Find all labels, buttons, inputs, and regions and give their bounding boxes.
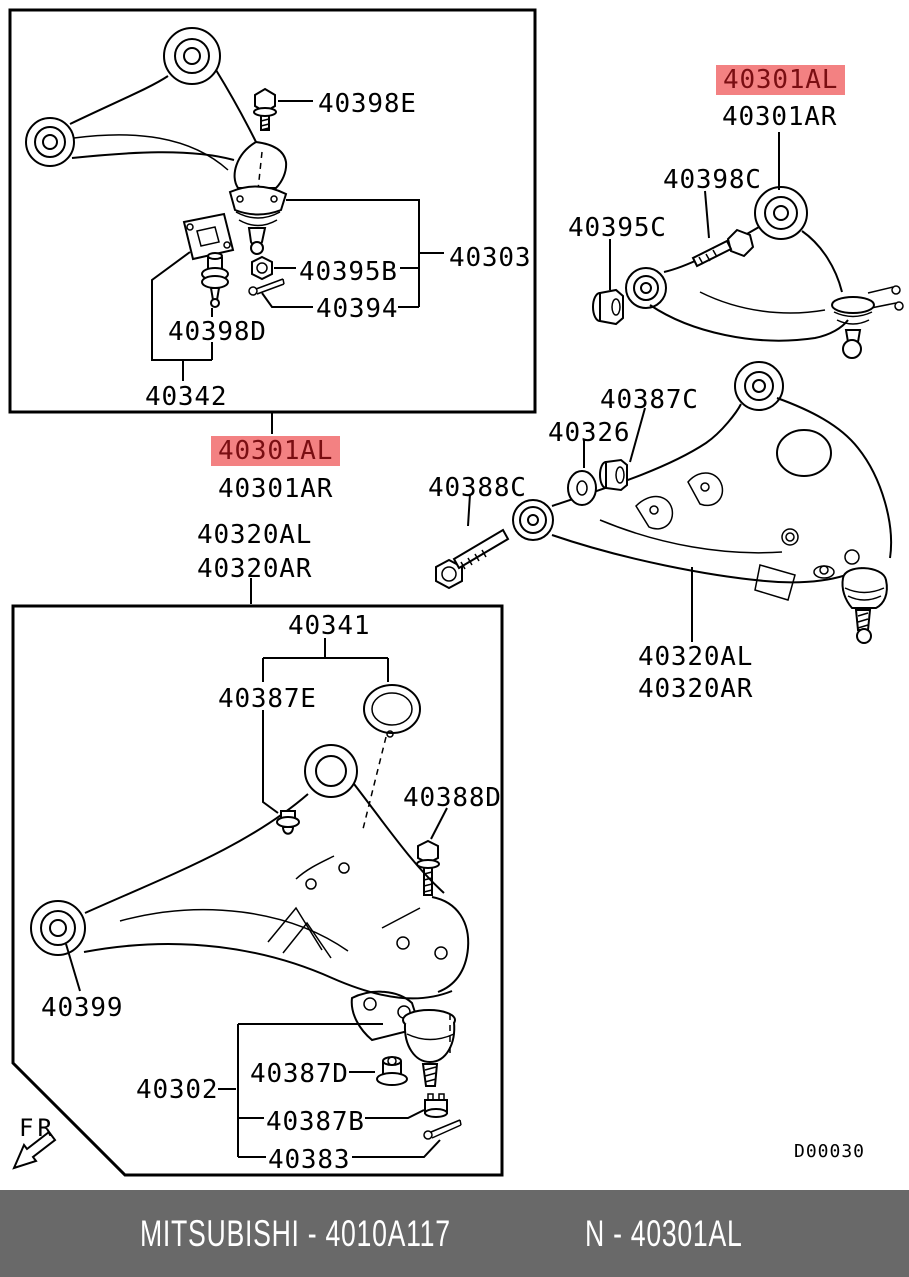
nut-40387c-drawing <box>599 458 628 492</box>
leader-lines-top-right <box>609 132 780 290</box>
washer-40326-drawing <box>567 470 597 506</box>
part-label-40388d: 40388D <box>403 783 502 813</box>
plate-40342-drawing <box>182 212 235 261</box>
lower-control-arm-right-drawing <box>512 361 892 601</box>
top-left-panel-box <box>8 8 537 414</box>
nut-40395b-drawing <box>251 255 273 281</box>
stud-40387e-drawing <box>276 810 300 835</box>
banner-part-number: N - 40301AL <box>585 1212 743 1254</box>
ball-joint-mid-drawing <box>841 567 888 644</box>
part-label-40302: 40302 <box>136 1075 219 1105</box>
part-label-40398d: 40398D <box>168 317 267 347</box>
bolt-40398c-drawing <box>691 228 755 268</box>
part-label-40387d: 40387D <box>250 1059 349 1089</box>
upper-control-arm-left-drawing <box>25 27 288 191</box>
fr-arrow-icon <box>12 1130 57 1170</box>
leader-lines-top-left <box>151 100 444 604</box>
leader-lines-middle <box>467 407 693 642</box>
part-label-40341: 40341 <box>288 611 371 641</box>
ball-joint-40303-drawing <box>228 185 288 255</box>
part-label-40301al-highlight-right: 40301AL <box>716 65 846 95</box>
part-label-40395c: 40395C <box>568 213 667 243</box>
cap-40341-drawing <box>361 684 421 834</box>
part-label-40387c: 40387C <box>600 385 699 415</box>
part-label-40301al-highlight-left: 40301AL <box>211 436 341 466</box>
part-label-40320al-right: 40320AL <box>638 642 754 672</box>
part-label-40320al-left: 40320AL <box>197 520 313 550</box>
part-label-40398c: 40398C <box>663 165 762 195</box>
ball-joint-bottom-drawing <box>402 1009 456 1087</box>
part-label-40326: 40326 <box>548 418 631 448</box>
upper-control-arm-right-drawing <box>625 186 904 342</box>
cotter-pin-40394-drawing <box>248 278 285 296</box>
part-label-40303: 40303 <box>449 243 532 273</box>
part-label-40398e: 40398E <box>318 89 417 119</box>
bolt-40388d-drawing <box>416 839 440 896</box>
cotter-pin-40383-drawing <box>423 1119 462 1140</box>
bolt-40398e-drawing <box>253 87 277 131</box>
drawing-number: D00030 <box>794 1141 866 1162</box>
stud-40398d-drawing <box>201 252 229 308</box>
nut-40395c-drawing <box>592 288 624 326</box>
part-label-40394: 40394 <box>316 294 399 324</box>
part-label-40395b: 40395B <box>299 257 398 287</box>
banner-catalog-code: MITSUBISHI - 4010A117 <box>140 1212 451 1254</box>
fr-orientation-label: FR <box>19 1114 56 1142</box>
part-label-40387e: 40387E <box>218 684 317 714</box>
part-label-40399: 40399 <box>41 993 124 1023</box>
part-label-40320ar-right: 40320AR <box>638 674 754 704</box>
bottom-panel-box <box>11 604 504 1177</box>
part-label-40387b: 40387B <box>266 1107 365 1137</box>
part-label-40383: 40383 <box>268 1145 351 1175</box>
part-label-40301ar-left: 40301AR <box>218 474 334 504</box>
nut-40387d-drawing <box>376 1056 408 1086</box>
part-label-40342: 40342 <box>145 382 228 412</box>
part-label-40388c: 40388C <box>428 473 527 503</box>
castle-nut-40387b-drawing <box>424 1093 448 1118</box>
part-label-40320ar-left: 40320AR <box>197 554 313 584</box>
ball-joint-tr-drawing <box>831 296 875 359</box>
bolt-40388c-drawing <box>435 528 510 590</box>
catalog-banner: MITSUBISHI - 4010A117 N - 40301AL <box>0 1190 909 1277</box>
leader-lines-bottom <box>65 638 448 1158</box>
part-label-40301ar-right: 40301AR <box>722 102 838 132</box>
